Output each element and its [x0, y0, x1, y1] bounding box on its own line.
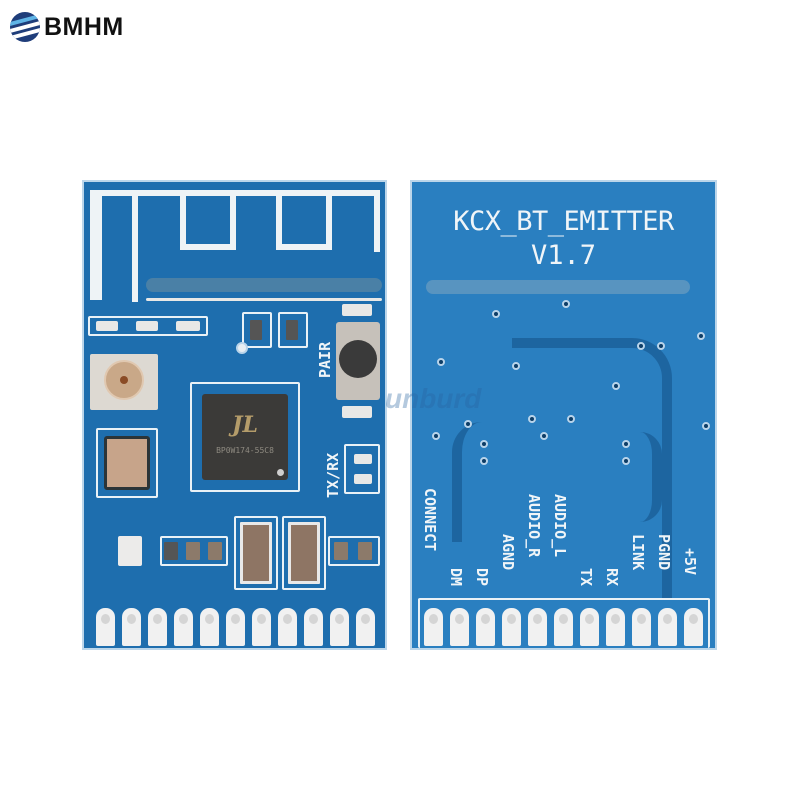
watermark: unburd — [385, 383, 482, 414]
brand-logo: BMHM — [10, 12, 124, 42]
pin-label-audio-r: AUDIO_R — [525, 494, 543, 558]
tx-rx-led-outline — [344, 444, 380, 494]
pin-label-5v: +5V — [681, 548, 699, 576]
resistor-row — [88, 316, 208, 336]
pin-label-pgnd: PGND — [655, 534, 673, 571]
pin-label-tx: TX — [577, 568, 595, 587]
inductor — [240, 522, 272, 584]
board-title: KCX_BT_EMITTER — [453, 206, 674, 237]
crystal-oscillator — [104, 436, 150, 490]
inductor-outline — [234, 516, 278, 590]
brand-name: BMHM — [44, 12, 124, 41]
pin-label-link: LINK — [629, 534, 647, 571]
chip-marking: BP0W174-55C8 — [216, 446, 274, 455]
rx-led — [354, 474, 372, 484]
pin-label-connect: CONNECT — [421, 488, 439, 552]
pair-label: PAIR — [316, 341, 334, 378]
pin-label-rx: RX — [603, 568, 621, 587]
chip-logo: JL — [232, 412, 258, 438]
pin-label-dp: DP — [473, 568, 491, 587]
status-led — [118, 536, 142, 566]
chip-outline — [190, 382, 300, 492]
pin-header-outline — [418, 598, 710, 648]
pin-label-dm: DM — [447, 568, 465, 587]
pin-label-audio-l: AUDIO_L — [551, 494, 569, 558]
inductor-outline — [282, 516, 326, 590]
bmhm-globe-icon — [10, 12, 40, 42]
pcb-front-board: JL BP0W174-55C8 PAIR TX/RX — [82, 180, 387, 650]
tx-led — [354, 454, 372, 464]
board-version: V1.7 — [530, 240, 597, 271]
tx-rx-label: TX/RX — [324, 452, 342, 498]
pin-label-agnd: AGND — [499, 534, 517, 571]
pcb-back-board: KCX_BT_EMITTER V1.7 CONNECT DM DP AGND A… — [410, 180, 717, 650]
inductor — [288, 522, 320, 584]
crystal-outline — [96, 428, 158, 498]
bluetooth-chip: JL BP0W174-55C8 — [202, 394, 288, 480]
passive-outline — [160, 536, 228, 566]
